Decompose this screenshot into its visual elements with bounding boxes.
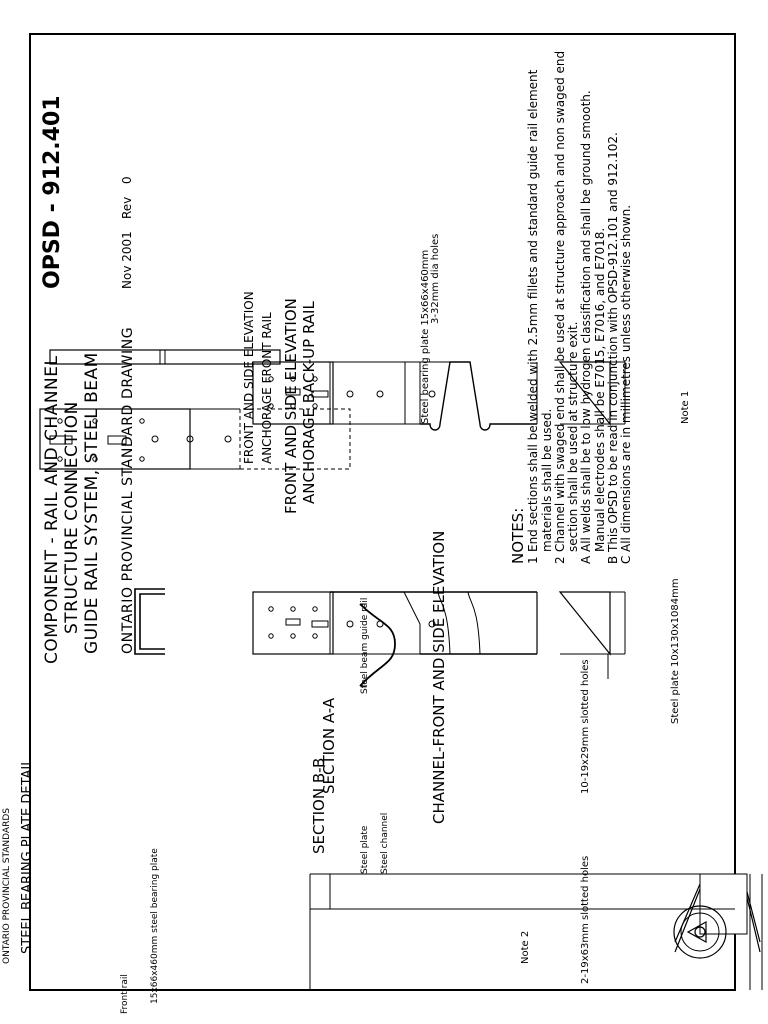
- title-line-3: COMPONENT - RAIL AND CHANNEL: [42, 355, 62, 664]
- note-key: 1: [526, 556, 541, 564]
- note-item: 2 Channel with swaged end shall be used a…: [552, 44, 581, 564]
- note-item: 1 End sections shall be welded with 2.5mm…: [526, 44, 554, 564]
- section-a-a: [359, 603, 396, 687]
- view-title-front-rail-l1: ANCHORAGE FRONT RAIL: [260, 312, 274, 464]
- title-line-1: GUIDE RAIL SYSTEM, STEEL BEAM: [82, 352, 102, 654]
- callout-bearing-plate: Steel bearing plate 15x66x460mm: [420, 249, 431, 424]
- note-text: End sections shall be welded with 2.5mm …: [526, 69, 554, 552]
- notes-block: NOTES: 1 End sections shall be welded wit…: [509, 44, 634, 564]
- note-text: All welds shall be to low hydrogen class…: [579, 90, 607, 552]
- bolt-hole: [346, 390, 354, 398]
- seal-text: ONTARIO PROVINCIAL STANDARDS: [2, 808, 12, 964]
- front-rail-end-plate: [252, 591, 334, 655]
- section-b-b: [134, 588, 165, 655]
- view-title-front-rail-l2: FRONT AND SIDE ELEVATION: [242, 291, 256, 464]
- callout-front-rail: Front rail: [120, 974, 130, 1014]
- title-line-2: STRUCTURE CONNECTION: [62, 401, 82, 634]
- note-text: Channel with swaged end shall be used at…: [552, 50, 581, 552]
- callout-slotted-2: 2-19x63mm slotted holes: [580, 855, 591, 984]
- note-item: A All welds shall be to low hydrogen clas…: [579, 44, 607, 564]
- notes-heading: NOTES:: [509, 507, 527, 564]
- revision-label: Rev: [120, 196, 134, 219]
- note-item: B This OPSD to be read in conjunction wit…: [606, 44, 621, 564]
- note-key: 2: [552, 556, 567, 564]
- callout-plate-detail-desc: 15x66x460mm steel bearing plate: [150, 848, 160, 1004]
- revision-number: 0: [120, 176, 134, 184]
- bolt-hole: [376, 390, 384, 398]
- steel-bearing-plate-detail: [674, 873, 761, 953]
- view-title-backup-rail-l1: ANCHORAGE BACK-UP RAIL: [300, 301, 318, 504]
- backup-rail-side-elevation: [558, 361, 626, 426]
- view-title-plate-detail: STEEL BEARING PLATE DETAIL: [20, 758, 35, 955]
- note-key: A: [579, 555, 594, 564]
- callout-holes: 3-32mm dia holes: [430, 233, 441, 324]
- note-key: B: [606, 555, 621, 564]
- note-text: This OPSD to be read in conjunction with…: [606, 132, 621, 552]
- agency-name: ONTARIO PROVINCIAL STANDARD DRAWING: [120, 326, 136, 654]
- ontario-seal: [673, 905, 727, 959]
- callout-steel-channel: Steel channel: [380, 812, 390, 874]
- note-text: All dimensions are in millimetres unless…: [619, 204, 634, 552]
- note-item: C All dimensions are in millimetres unles…: [619, 44, 634, 564]
- drawing-number: OPSD - 912.401: [40, 95, 65, 289]
- callout-steel-plate-top: Steel plate 10x130x1084mm: [670, 578, 681, 724]
- channel-front-elevation: [39, 408, 351, 470]
- callout-slotted-10: 10-19x29mm slotted holes: [580, 659, 591, 794]
- view-title-channel: CHANNEL-FRONT AND SIDE ELEVATION: [430, 530, 448, 824]
- callout-steel-plate: Steel plate: [360, 825, 370, 874]
- note-key: C: [619, 555, 634, 564]
- callout-note1: Note 1: [680, 390, 691, 424]
- view-title-backup-rail-l2: FRONT AND SIDE ELEVATION: [282, 298, 300, 514]
- callout-guide-rail: Steel beam guide rail: [360, 597, 370, 694]
- front-rail-side-elevation: [558, 591, 626, 679]
- slotted-hole: [311, 390, 329, 398]
- backup-rail-end-plate: [252, 361, 334, 425]
- title-block-frame: [309, 873, 763, 990]
- bolt-hole: [428, 390, 436, 398]
- backup-rail-front-elevation: [311, 361, 538, 431]
- view-title-section-bb: SECTION B-B: [310, 757, 328, 854]
- sheet-border: [29, 33, 736, 991]
- channel-side-elevation: [49, 349, 281, 365]
- drawing-date: Nov 2001: [120, 231, 134, 289]
- callout-note2: Note 2: [520, 930, 531, 964]
- front-rail-front-elevation: [311, 591, 538, 655]
